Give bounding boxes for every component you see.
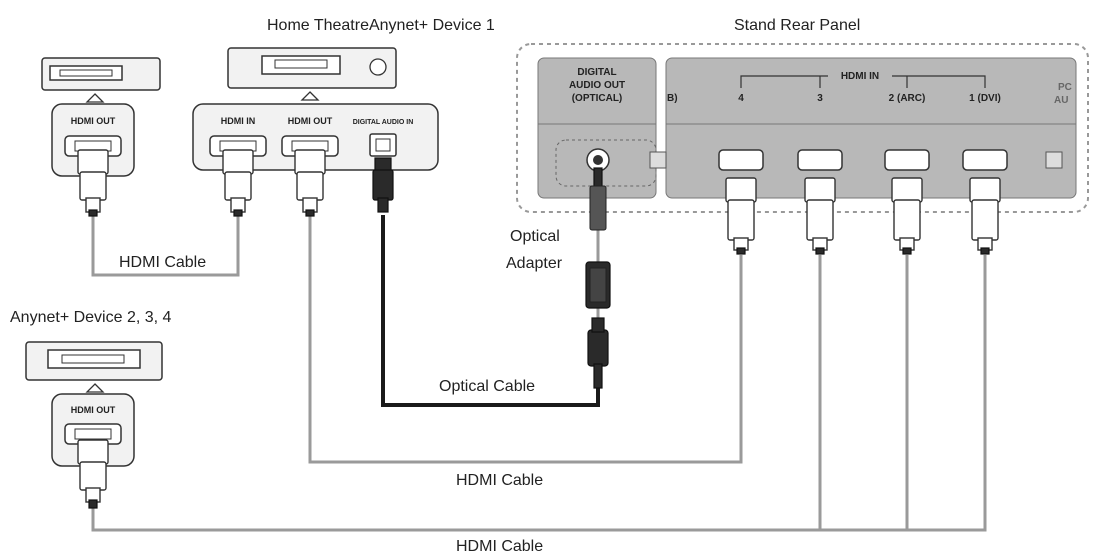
panel-left-cut-label: B) [667, 93, 678, 104]
panel-digital-audio-line2: AUDIO OUT [569, 80, 625, 91]
panel-port-1-label: 1 (DVI) [969, 93, 1001, 104]
hdmi-cable-device1-to-ht [91, 215, 240, 277]
hdmi-cable-ht-to-tv [308, 215, 743, 464]
device-top-hdmi-out-label: HDMI OUT [71, 116, 116, 126]
hdmi-cable-label-3: HDMI Cable [456, 538, 543, 555]
tv-hdmi-plugs [725, 177, 1001, 255]
optical-adapter [585, 167, 611, 389]
ht-digital-audio-in-label: DIGITAL AUDIO IN [353, 119, 414, 126]
anynet-devices-label: Anynet+ Device 2, 3, 4 [10, 309, 172, 326]
panel-right-cut-label-2: AU [1054, 95, 1068, 106]
optical-cable [381, 215, 600, 407]
optical-adapter-label-2: Adapter [506, 255, 563, 272]
device-bottom-hdmi-out-label: HDMI OUT [71, 405, 116, 415]
home-theatre-device: HDMI IN HDMI OUT DIGITAL AUDIO IN [192, 47, 439, 217]
panel-port-2-label: 2 (ARC) [889, 93, 926, 104]
hdmi-cable-devices-to-tv [91, 255, 987, 532]
home-theatre-label: Home TheatreAnynet+ Device 1 [267, 17, 495, 34]
optical-cable-label: Optical Cable [439, 378, 535, 395]
anynet-device-bottom: HDMI OUT [25, 341, 163, 509]
ht-hdmi-out-label: HDMI OUT [288, 116, 333, 126]
stand-rear-panel: DIGITAL AUDIO OUT (OPTICAL) B) HDMI IN 4… [516, 43, 1089, 213]
panel-digital-audio-line3: (OPTICAL) [572, 93, 623, 104]
panel-port-4-label: 4 [738, 93, 744, 104]
optical-adapter-label-1: Optical [510, 228, 560, 245]
anynet-device-top: HDMI OUT [41, 57, 161, 217]
panel-right-cut-label-1: PC [1058, 82, 1072, 93]
hdmi-cable-label-2: HDMI Cable [456, 472, 543, 489]
stand-rear-panel-label: Stand Rear Panel [734, 17, 860, 34]
ht-hdmi-in-label: HDMI IN [221, 116, 256, 126]
panel-port-3-label: 3 [817, 93, 823, 104]
panel-hdmi-in-label: HDMI IN [841, 71, 879, 82]
panel-digital-audio-line1: DIGITAL [577, 67, 616, 78]
hdmi-cable-label-1: HDMI Cable [119, 254, 206, 271]
